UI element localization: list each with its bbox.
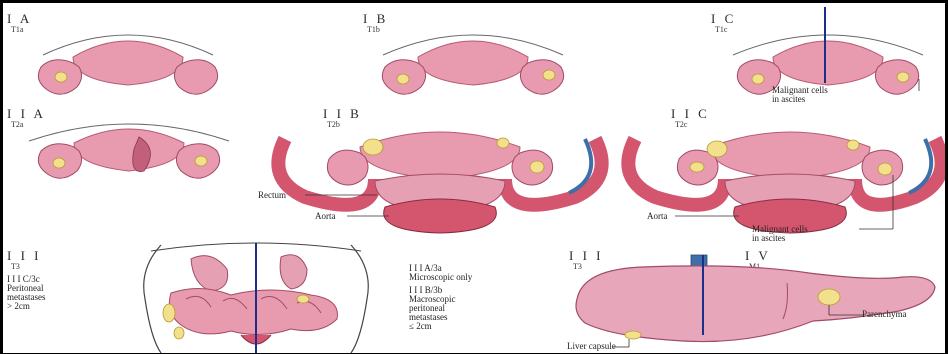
panel-iii-abdomen-illustration <box>131 239 381 353</box>
panel-ib-illustration <box>373 25 573 105</box>
aorta <box>384 199 497 233</box>
note-iiib: I I I B/3b Macroscopic peritoneal metast… <box>409 286 455 331</box>
right-ovary-tube <box>174 60 217 94</box>
uterus-ic-drawing <box>723 25 938 105</box>
label-aorta-iib: Aorta <box>315 212 336 221</box>
bowel <box>169 288 337 334</box>
note-iiic: I I I C/3c Peritoneal metastases > 2cm <box>7 275 46 311</box>
panel-ia-illustration <box>33 25 223 105</box>
vessel <box>691 255 707 267</box>
liver <box>576 266 935 342</box>
note-iiia: I I I A/3a Microscopic only <box>409 264 472 282</box>
ovarian-cancer-staging-figure: I A T1a I B T1b I C T1c <box>3 3 945 353</box>
label-liver-capsule: Liver capsule <box>567 342 616 351</box>
t-label-t1a: T1a <box>11 26 23 34</box>
label-rectum: Rectum <box>258 191 286 200</box>
label-malignant-cells-ic: Malignant cells in ascites <box>772 86 828 104</box>
panel-ic-illustration <box>723 25 938 105</box>
uterus <box>73 41 183 85</box>
parenchyma-metastasis <box>818 289 840 305</box>
uterus-ia-drawing <box>33 25 223 105</box>
stage-label-ia: I A <box>7 12 32 25</box>
label-parenchyma: Parenchyma <box>862 310 906 319</box>
liver-drawing <box>573 255 945 353</box>
t-label-t3-left: T3 <box>11 263 20 271</box>
label-malignant-cells-iic: Malignant cells in ascites <box>752 225 808 243</box>
uterus-ib-drawing <box>373 25 573 105</box>
stage-label-ib: I B <box>363 12 388 25</box>
stage-label-iii-left: I I I <box>7 249 42 262</box>
tumor <box>55 72 67 82</box>
uterus-iia-drawing <box>19 119 239 189</box>
panel-liver-illustration <box>573 255 945 353</box>
abdomen-iii-drawing <box>131 239 381 353</box>
capsule-metastasis <box>625 331 641 339</box>
panel-iia-illustration <box>19 119 239 189</box>
stage-label-ic: I C <box>711 12 736 25</box>
label-aorta-iic: Aorta <box>647 212 668 221</box>
